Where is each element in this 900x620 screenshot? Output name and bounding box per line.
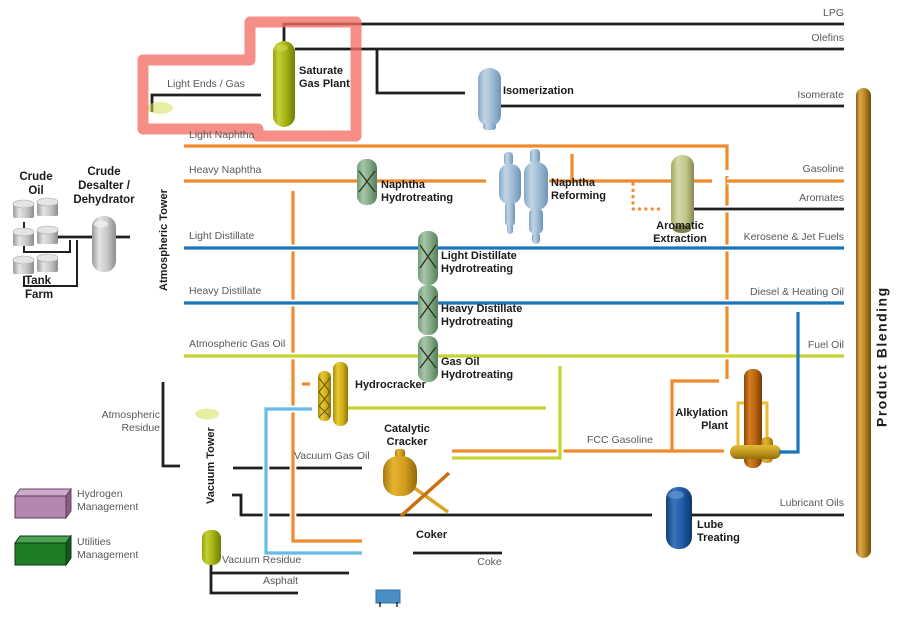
coker-hydrocracker-line [264, 407, 362, 555]
alkylation-plant-vessel [730, 369, 781, 468]
catalytic-cracker-vessel [383, 449, 451, 518]
tank [12, 255, 35, 274]
isomerization-feed-line [375, 49, 465, 95]
lpg-line [282, 22, 844, 44]
tank [12, 227, 35, 246]
coker-naphtha-line [291, 196, 362, 543]
light-naphtha-line [184, 144, 729, 170]
gas-oil-ht-vessel [418, 336, 438, 382]
cat-cracker-yg-line [452, 366, 562, 460]
lube-treating-vessel [666, 487, 692, 549]
saturate-gas-plant-vessel [273, 41, 295, 127]
highlight-annotation [137, 16, 362, 142]
tank-farm-tanks [12, 197, 59, 274]
light-naphtha-casing [184, 142, 731, 172]
tank [36, 225, 59, 244]
hydrocracker-vessel [318, 362, 348, 426]
coker-vessel [375, 589, 401, 607]
tank [12, 199, 35, 218]
product-blending-bar [856, 88, 871, 558]
aromatic-extraction-feed-dotted [631, 182, 662, 211]
light-distillate-ht-vessel [418, 231, 438, 285]
heavy-distillate-ht-vessel [418, 285, 438, 335]
atmospheric-tower-vessel [147, 102, 173, 114]
fcc-gasoline-branch [670, 379, 719, 451]
coker-hydrocracker-casing [262, 405, 362, 557]
atmospheric-residue-line [161, 382, 180, 468]
legend-hydrogen-box [14, 487, 72, 520]
isomerization-vessel [478, 68, 501, 130]
lube-feed-line [232, 493, 652, 517]
tank [36, 253, 59, 272]
crude-desalter-vessel [92, 216, 116, 272]
asphalt-line [209, 573, 298, 595]
vacuum-tower-vessel [195, 408, 221, 565]
legend-utilities-box [14, 534, 72, 567]
tank [36, 197, 59, 216]
vacuum-residue-line [209, 558, 349, 575]
naphtha-reforming-vessels [499, 149, 548, 244]
naphtha-hydrotreating-vessel [357, 159, 377, 205]
aromatic-extraction-vessel [671, 155, 694, 233]
tank-pipe-2 [23, 240, 78, 287]
alkylate-line [779, 312, 800, 454]
